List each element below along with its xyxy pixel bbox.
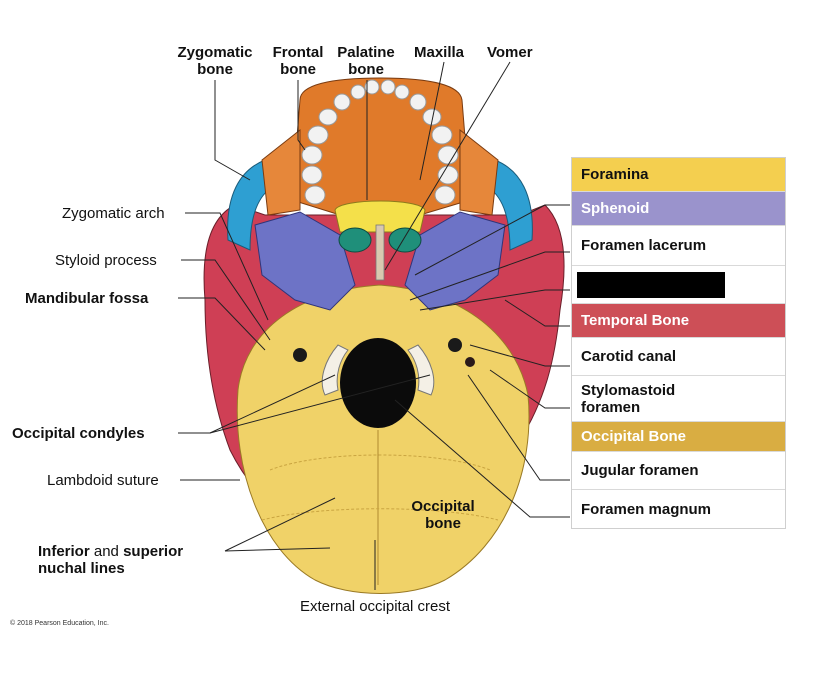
zygomatic-bone-right: [484, 159, 533, 251]
legend-row-label: Occipital Bone: [581, 428, 687, 445]
legend-row: Jugular foramen: [572, 452, 785, 490]
frontal-bone-region: [261, 128, 301, 216]
nuchal-line-superior: [261, 508, 499, 521]
legend-row-label: Stylomastoid foramen: [581, 381, 676, 416]
carotid-canal-right: [465, 357, 475, 367]
choana-left: [338, 227, 372, 253]
jugular-foramen-left: [293, 348, 307, 362]
legend-row-label: Foramen magnum: [581, 500, 712, 518]
legend-row: Foramen magnum: [572, 490, 785, 528]
label-lambdoid-suture: Lambdoid suture: [47, 472, 159, 489]
jugular-foramen-right: [448, 338, 462, 352]
label-nuchal-and: and: [89, 543, 124, 560]
legend-row: Foramen lacerum: [572, 226, 785, 266]
copyright-notice: © 2018 Pearson Education, Inc.: [10, 620, 109, 627]
legend-row: Occipital Bone: [572, 422, 785, 452]
label-occipital-condyles: Occipital condyles: [12, 425, 145, 442]
legend-row: Sphenoid: [572, 192, 785, 226]
label-frontal-bone: Frontal bone: [272, 44, 324, 78]
foramen-magnum: [340, 338, 416, 428]
legend-row-label: Foramina: [581, 166, 649, 183]
choana-right: [388, 227, 422, 253]
label-zygomatic-arch: Zygomatic arch: [62, 205, 165, 222]
label-zygomatic-bone: Zygomatic bone: [177, 44, 253, 78]
label-palatine-bone: Palatine bone: [337, 44, 395, 78]
zygomatic-bone-left: [227, 159, 276, 251]
legend-row-label: Foramen lacerum: [581, 237, 707, 254]
sphenoid-bone-left: [254, 211, 356, 311]
occipital-bone-region: [236, 284, 530, 594]
leader-lines: [178, 61, 570, 590]
legend-row-label: Jugular foramen: [581, 462, 699, 479]
palatine-bone-region: [334, 200, 426, 233]
label-maxilla: Maxilla: [414, 44, 465, 61]
legend-row: Foramina: [572, 158, 785, 192]
legend-row-label: Carotid canal: [581, 348, 677, 365]
redacted-answer-block: [577, 271, 725, 298]
frontal-bone-region-right: [459, 128, 499, 216]
label-nuchal-lines-text: nuchal lines: [38, 560, 125, 577]
label-external-occipital-crest: External occipital crest: [300, 598, 451, 615]
legend-row: Stylomastoid foramen: [572, 376, 785, 422]
label-nuchal-lines: Inferior and superior nuchal lines: [38, 543, 183, 577]
legend-row-label: Temporal Bone: [581, 312, 690, 329]
legend-row: Temporal Bone: [572, 304, 785, 338]
occipital-condyle-left: [321, 344, 349, 396]
vomer-bone: [375, 224, 385, 281]
label-occipital-bone-on-skull: Occipital bone: [411, 498, 475, 532]
label-vomer: Vomer: [487, 44, 533, 61]
legend-row-redacted: [572, 266, 785, 304]
label-nuchal-superior: superior: [123, 543, 184, 560]
label-mandibular-fossa: Mandibular fossa: [25, 290, 149, 307]
label-nuchal-inferior: Inferior: [38, 543, 90, 560]
legend-row: Carotid canal: [572, 338, 785, 376]
teeth-row: [301, 79, 459, 205]
label-styloid-process: Styloid process: [55, 252, 157, 269]
legend-row-label: Sphenoid: [581, 200, 650, 217]
occipital-condyle-right: [407, 344, 435, 396]
